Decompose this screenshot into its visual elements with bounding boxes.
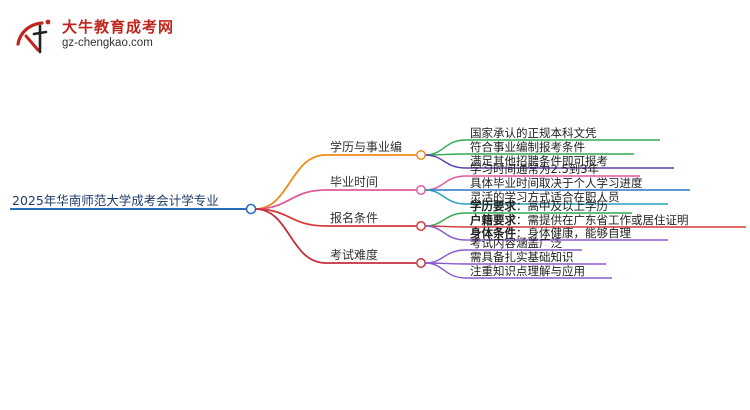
branch-connector bbox=[254, 208, 327, 227]
brand-url[interactable]: gz-chengkao.com bbox=[62, 37, 153, 49]
branch-label: 学历与事业编 bbox=[330, 139, 402, 154]
leaf-label-key: 身体条件 bbox=[470, 226, 516, 240]
leaf-label: 身体条件：身体健康，能够自理 bbox=[470, 226, 631, 240]
leaf-label: 满足其他招聘条件即可报考 bbox=[470, 154, 608, 168]
leaf-label-key: 学历要求 bbox=[470, 199, 516, 213]
branch-connector bbox=[254, 208, 327, 264]
leaf-connector bbox=[424, 262, 467, 279]
leaf-label: 户籍要求：需提供在广东省工作或居住证明 bbox=[470, 213, 689, 227]
leaf-connector bbox=[424, 249, 467, 264]
leaf-connector bbox=[424, 139, 467, 156]
leaf-connector bbox=[424, 189, 467, 205]
leaf-label: 符合事业编制报考条件 bbox=[470, 140, 585, 154]
leaf-label: 国家承认的正规本科文凭 bbox=[470, 126, 597, 140]
leaf-connector bbox=[424, 225, 467, 241]
branch-label: 考试难度 bbox=[330, 247, 378, 262]
root-topic: 2025年华南师范大学成考会计学专业 bbox=[12, 193, 219, 208]
branch-connector bbox=[254, 154, 327, 210]
leaf-connector bbox=[424, 175, 467, 191]
mindmap-links bbox=[10, 139, 746, 279]
leaf-label-value: ：需提供在广东省工作或居住证明 bbox=[516, 213, 689, 227]
leaf-connector bbox=[424, 212, 467, 227]
leaf-label: 灵活的学习方式适合在职人员 bbox=[470, 190, 620, 204]
leaf-label: 需具备扎实基础知识 bbox=[470, 250, 574, 264]
leaf-label-value: ：高中及以上学历 bbox=[516, 199, 608, 213]
leaf-label: 学习时间通常为2.5到3年 bbox=[470, 162, 599, 176]
leaf-connector bbox=[424, 154, 467, 169]
leaf-label: 注重知识点理解与应用 bbox=[470, 264, 585, 278]
leaf-label-value: ：身体健康，能够自理 bbox=[516, 226, 631, 240]
branch-node-dot bbox=[416, 150, 426, 160]
leaf-label: 学历要求：高中及以上学历 bbox=[470, 199, 608, 213]
leaf-label-key: 户籍要求 bbox=[470, 213, 516, 227]
branch-node-dot bbox=[416, 221, 426, 231]
brand-title: 大牛教育成考网 bbox=[62, 18, 175, 36]
branch-node-dot bbox=[416, 185, 426, 195]
leaf-label: 具体毕业时间取决于个人学习进度 bbox=[470, 176, 643, 190]
root-node-dot bbox=[245, 203, 257, 215]
branch-connector bbox=[254, 189, 327, 210]
branch-label: 报名条件 bbox=[330, 210, 378, 225]
mindmap-nodes: 2025年华南师范大学成考会计学专业 学历与事业编 国家承认的正规本科文凭符合事业编… bbox=[12, 126, 689, 278]
branch-label: 毕业时间 bbox=[330, 175, 378, 189]
bull-logo-icon bbox=[16, 19, 51, 54]
branch-node-dot bbox=[416, 258, 426, 268]
leaf-label: 考试内容涵盖广泛 bbox=[470, 236, 562, 250]
brand-logo[interactable]: 大牛教育成考网 gz-chengkao.com bbox=[12, 14, 173, 56]
